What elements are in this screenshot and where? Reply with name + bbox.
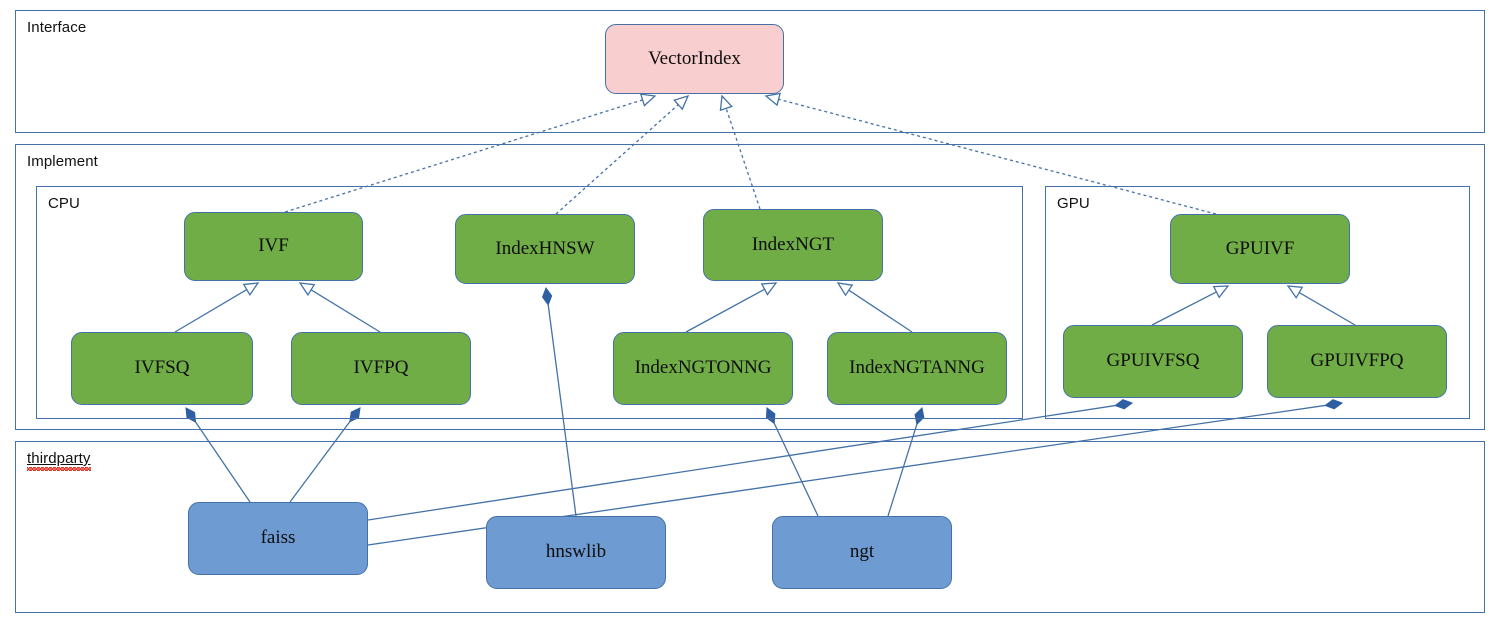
node-faiss[interactable]: faiss: [188, 502, 368, 575]
node-label: GPUIVF: [1225, 237, 1295, 259]
frame-cpu: [36, 186, 1023, 419]
node-ngt[interactable]: ngt: [772, 516, 952, 589]
frame-label-gpu: GPU: [1057, 195, 1090, 212]
node-label: ngt: [849, 541, 875, 563]
node-label: IVFPQ: [353, 357, 409, 379]
frame-implement: [15, 144, 1485, 430]
node-indexhnsw[interactable]: IndexHNSW: [455, 214, 635, 284]
node-indexngtonng[interactable]: IndexNGTONNG: [613, 332, 793, 405]
node-label: faiss: [260, 527, 296, 549]
frame-label-thirdparty: thirdparty: [27, 450, 91, 471]
node-label: IndexNGTANNG: [849, 357, 985, 379]
node-label: IVF: [258, 235, 289, 257]
node-vectorindex[interactable]: VectorIndex: [605, 24, 784, 94]
node-label: GPUIVFSQ: [1106, 350, 1200, 372]
node-gpuivfpq[interactable]: GPUIVFPQ: [1267, 325, 1447, 398]
spellcheck-squiggle: [27, 467, 91, 471]
node-indexngt[interactable]: IndexNGT: [703, 209, 883, 281]
node-label: GPUIVFPQ: [1310, 350, 1404, 372]
node-ivf[interactable]: IVF: [184, 212, 363, 281]
frame-label-implement: Implement: [27, 153, 98, 170]
frame-label-cpu: CPU: [48, 195, 80, 212]
node-gpuivf[interactable]: GPUIVF: [1170, 214, 1350, 284]
node-hnswlib[interactable]: hnswlib: [486, 516, 666, 589]
node-indexngtanng[interactable]: IndexNGTANNG: [827, 332, 1007, 405]
node-label: hnswlib: [545, 541, 607, 563]
frame-thirdparty: [15, 441, 1485, 613]
frame-gpu: [1045, 186, 1470, 419]
frame-interface: [15, 10, 1485, 133]
node-label: IndexNGTONNG: [634, 357, 772, 379]
node-label: VectorIndex: [648, 47, 741, 69]
node-label: IVFSQ: [134, 357, 190, 379]
node-label: IndexHNSW: [495, 237, 595, 259]
node-gpuivfsq[interactable]: GPUIVFSQ: [1063, 325, 1243, 398]
frame-label-interface: Interface: [27, 19, 87, 36]
node-ivfsq[interactable]: IVFSQ: [71, 332, 253, 405]
node-label: IndexNGT: [751, 233, 835, 255]
node-ivfpq[interactable]: IVFPQ: [291, 332, 471, 405]
